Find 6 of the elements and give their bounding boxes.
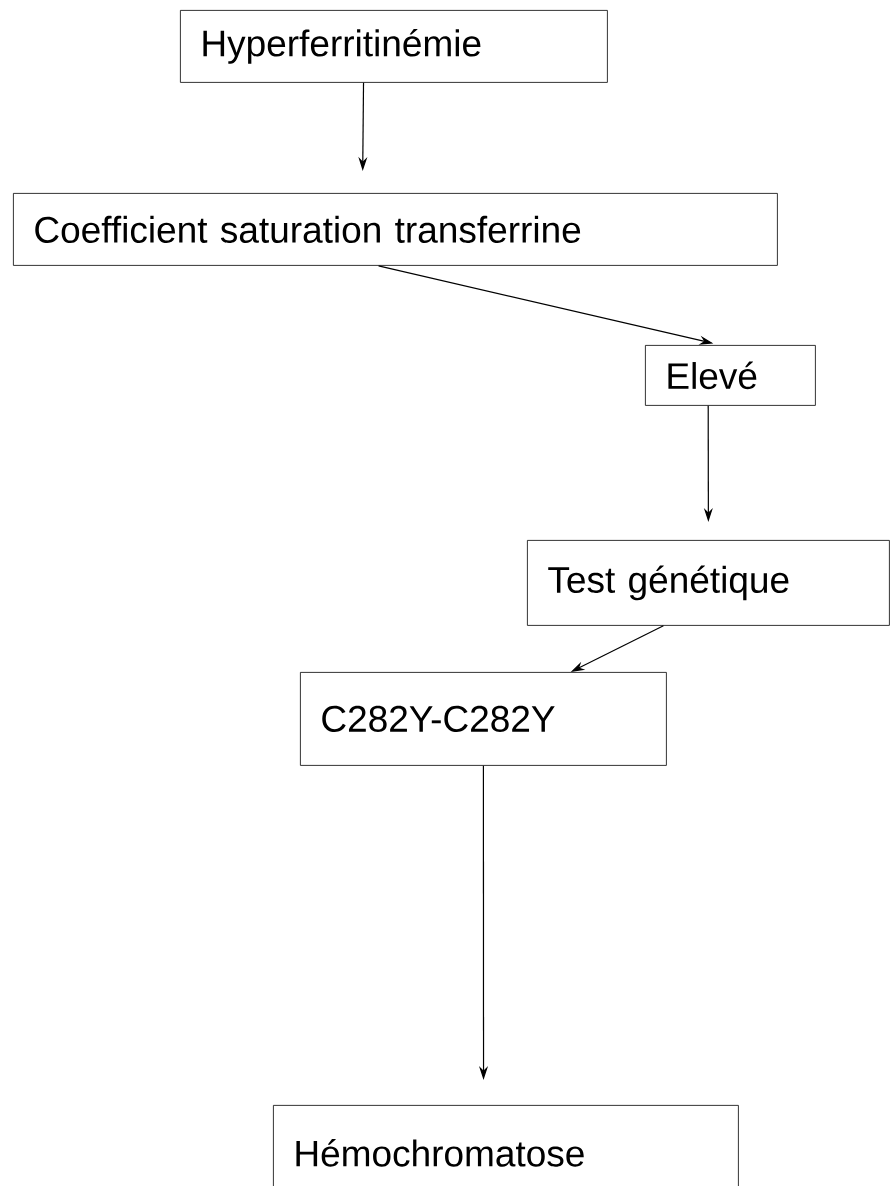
process-box: Elevé <box>645 345 816 406</box>
process-box: Test génétique <box>527 540 890 626</box>
process-box: Hémochromatose <box>273 1105 739 1186</box>
process-box: Hyperferritinémie <box>180 10 608 83</box>
process-box: Coefficient saturation transferrine <box>13 193 778 266</box>
process-box: C282Y-C282Y <box>300 672 667 766</box>
